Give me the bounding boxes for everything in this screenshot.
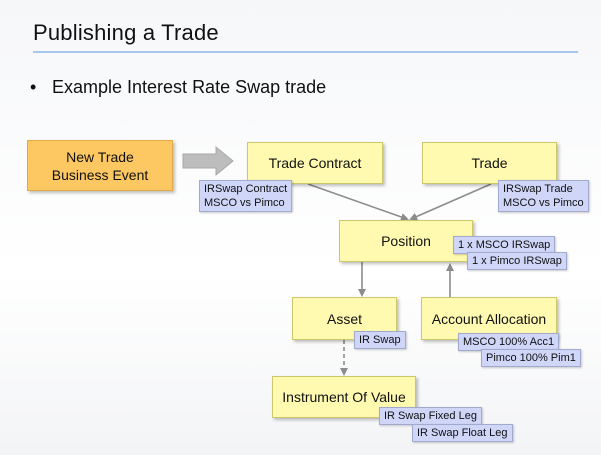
bullet-text: Example Interest Rate Swap trade (52, 77, 327, 97)
asset-tag: IR Swap (354, 331, 406, 349)
trade-label: Trade (471, 155, 508, 171)
trade-tag-line-1: IRSwap Trade (503, 183, 573, 195)
title-underline (33, 51, 578, 53)
allocation-tag-msco: MSCO 100% Acc1 (458, 333, 560, 351)
instrument-tag-float-leg: IR Swap Float Leg (412, 424, 513, 442)
trade-contract-label: Trade Contract (268, 155, 362, 171)
trade-contract-tag-line-1: IRSwap Contract (204, 183, 288, 195)
trade-tag-line-2: MSCO vs Pimco (503, 197, 584, 209)
position-box: Position (339, 220, 473, 262)
allocation-tag-pimco-text: Pimco 100% Pim1 (486, 352, 576, 364)
position-tag-msco-text: 1 x MSCO IRSwap (458, 239, 551, 251)
position-tag-pimco-text: 1 x Pimco IRSwap (472, 255, 562, 267)
account-allocation-label: Account Allocation (431, 310, 547, 327)
block-arrow-icon (182, 145, 234, 177)
contract-to-position-arrow (307, 183, 409, 221)
position-tag-msco: 1 x MSCO IRSwap (453, 236, 556, 254)
bullet-icon: • (30, 77, 37, 97)
instrument-tag-fixed-leg-text: IR Swap Fixed Leg (384, 410, 477, 422)
event-line-1: New Trade (66, 148, 134, 165)
position-tag-pimco: 1 x Pimco IRSwap (467, 252, 567, 270)
trade-to-position-arrow (409, 183, 492, 221)
trade-contract-tag-line-2: MSCO vs Pimco (204, 197, 285, 209)
instrument-of-value-label: Instrument Of Value (282, 389, 406, 405)
instrument-tag-fixed-leg: IR Swap Fixed Leg (379, 407, 482, 425)
asset-tag-text: IR Swap (359, 334, 401, 346)
instrument-tag-float-leg-text: IR Swap Float Leg (417, 427, 508, 439)
slide-title: Publishing a Trade (33, 20, 219, 45)
trade-tag: IRSwap Trade MSCO vs Pimco (498, 180, 589, 212)
allocation-tag-pimco: Pimco 100% Pim1 (481, 349, 581, 367)
allocation-tag-msco-text: MSCO 100% Acc1 (463, 336, 555, 348)
event-line-2: Business Event (51, 166, 149, 183)
trade-contract-box: Trade Contract (247, 142, 383, 184)
account-allocation-box: Account Allocation (421, 297, 557, 340)
position-label: Position (381, 233, 431, 249)
bullet-point: • Example Interest Rate Swap trade (30, 77, 326, 98)
new-trade-event-box: New Trade Business Event (27, 140, 173, 191)
asset-label: Asset (326, 310, 362, 327)
trade-contract-tag: IRSwap Contract MSCO vs Pimco (199, 180, 293, 212)
trade-box: Trade (422, 142, 557, 184)
